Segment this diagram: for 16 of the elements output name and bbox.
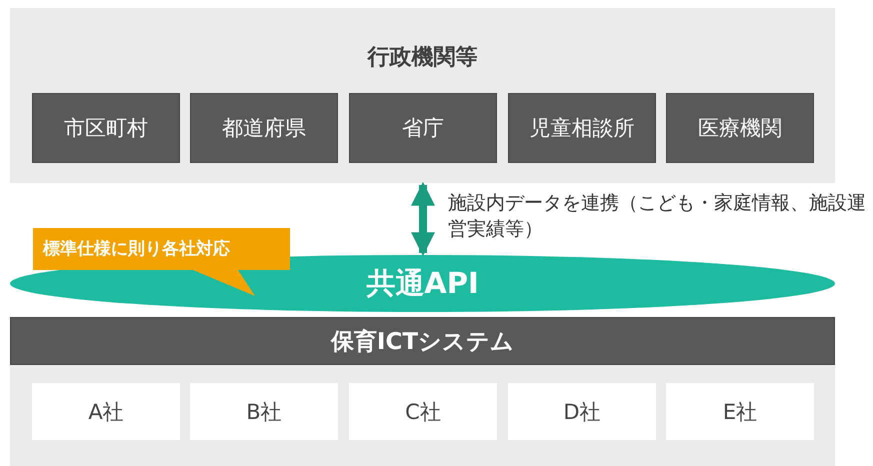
company-box: D社 xyxy=(508,383,656,440)
organization-box: 市区町村 xyxy=(32,93,180,163)
callout-bubble xyxy=(33,228,290,298)
system-heading-bar: 保育ICTシステム xyxy=(10,317,835,365)
company-box: C社 xyxy=(349,383,497,440)
group-panel xyxy=(10,8,835,183)
company-box: E社 xyxy=(666,383,814,440)
company-box: A社 xyxy=(32,383,180,440)
company-box: B社 xyxy=(190,383,338,440)
group-title: 行政機関等 xyxy=(368,44,478,72)
system-panel xyxy=(10,317,835,466)
organization-box: 都道府県 xyxy=(190,93,338,163)
double-arrow xyxy=(411,182,435,256)
organization-box: 児童相談所 xyxy=(508,93,656,163)
organization-box: 医療機関 xyxy=(666,93,814,163)
organization-box: 省庁 xyxy=(349,93,497,163)
